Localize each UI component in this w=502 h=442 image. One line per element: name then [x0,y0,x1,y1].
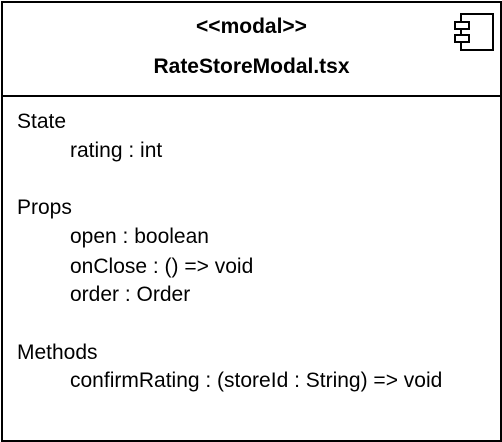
props-member: onClose : () => void [70,255,254,278]
methods-section-title: Methods [17,341,98,364]
uml-component-icon [454,13,494,51]
props-section-title: Props [17,196,72,219]
component-name: RateStoreModal.tsx [153,55,350,78]
stereotype-label: <<modal>> [196,15,307,38]
props-member: order : Order [70,283,191,306]
component-header: <<modal>> RateStoreModal.tsx [3,3,500,97]
methods-member: confirmRating : (storeId : String) => vo… [70,369,443,392]
state-section-title: State [17,110,67,133]
state-member: rating : int [70,139,163,162]
props-member: open : boolean [70,225,209,248]
